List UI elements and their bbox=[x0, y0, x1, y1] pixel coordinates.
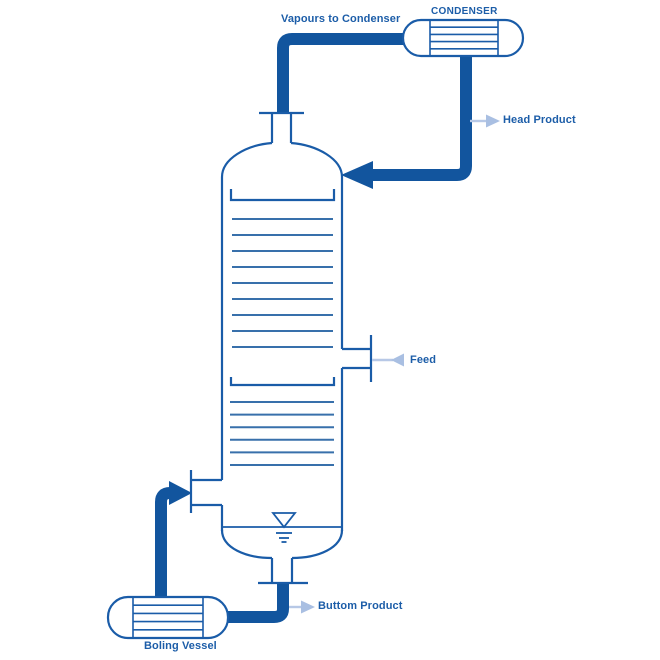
level-triangle-icon bbox=[271, 512, 297, 529]
boiling-vessel-shell bbox=[106, 595, 230, 640]
vapour-pipe bbox=[277, 33, 410, 114]
condenser-shell bbox=[401, 18, 525, 58]
condenser-vessel bbox=[401, 18, 525, 58]
label-boiling-vessel: Boling Vessel bbox=[144, 640, 217, 652]
upper-tray-bracket bbox=[229, 189, 336, 202]
bottoms-pipe bbox=[226, 582, 289, 623]
process-pipes bbox=[155, 33, 472, 623]
reflux-pipe bbox=[371, 50, 472, 181]
label-feed: Feed bbox=[410, 354, 437, 366]
column-shoulder-left bbox=[220, 141, 273, 178]
label-vapours-to-condenser: Vapours to Condenser bbox=[281, 13, 401, 25]
reboiler-return-nozzle bbox=[189, 470, 222, 513]
upper-tray-stack bbox=[232, 218, 333, 348]
column-bottom-dome-left bbox=[220, 529, 273, 560]
label-buttom-product: Buttom Product bbox=[318, 600, 403, 612]
condenser-tubes bbox=[430, 26, 498, 50]
feed-nozzle bbox=[342, 335, 373, 382]
lower-tray-stack bbox=[230, 401, 334, 466]
feed-arrow-icon bbox=[372, 353, 404, 367]
label-condenser: CONDENSER bbox=[431, 6, 498, 17]
liquid-level-indicator bbox=[222, 512, 342, 543]
reboiler-return-arrow-icon bbox=[169, 481, 192, 505]
reboiler-return-pipe bbox=[155, 487, 172, 602]
buttom-product-arrow-icon bbox=[289, 600, 315, 614]
reflux-arrow-icon bbox=[341, 161, 373, 189]
column-bottom-dome-right bbox=[291, 529, 344, 560]
stream-arrows bbox=[289, 114, 500, 614]
label-head-product: Head Product bbox=[503, 114, 576, 126]
column-shoulder-right bbox=[290, 141, 344, 178]
distillation-column bbox=[189, 111, 373, 585]
head-product-arrow-icon bbox=[470, 114, 500, 128]
boiler-tubes bbox=[133, 604, 203, 631]
feed-tray-bracket bbox=[229, 377, 336, 387]
boiling-vessel bbox=[106, 595, 230, 640]
